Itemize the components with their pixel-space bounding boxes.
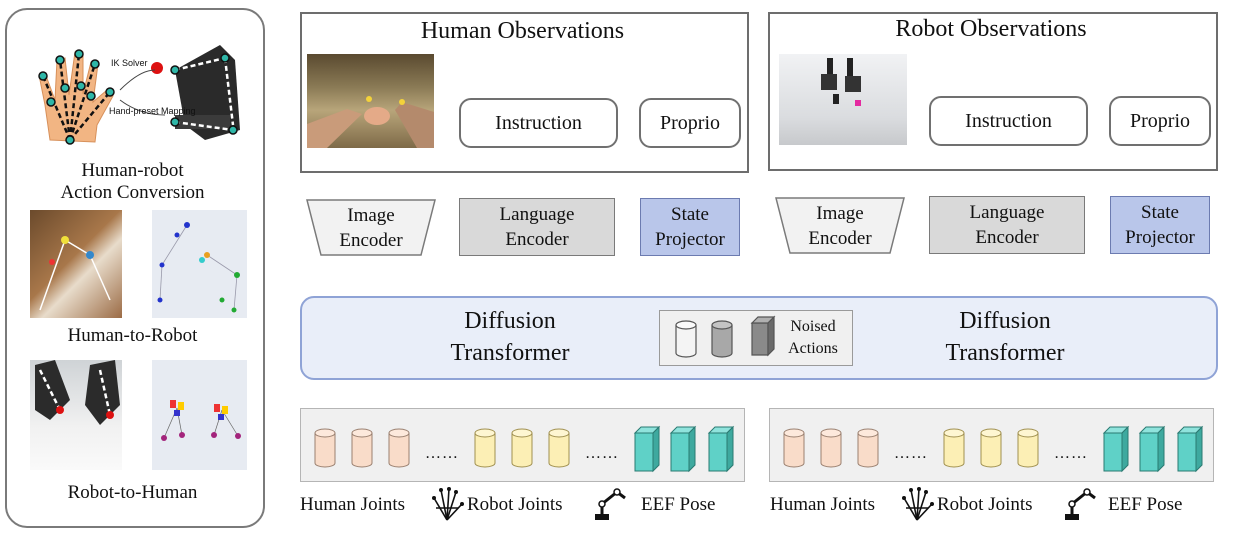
human-action-tokens (314, 425, 735, 473)
diffusion-right-label: Diffusion Transformer (915, 305, 1095, 369)
r2h-photo (30, 360, 122, 470)
diffusion-right-line2: Transformer (945, 340, 1065, 366)
action-conversion-panel (5, 8, 265, 528)
human-joints-label: Human Joints (770, 494, 876, 515)
language-encoder-line2: Encoder (975, 227, 1039, 248)
noised-actions-box: Noised Actions (659, 310, 853, 366)
eef-pose-label: EEF Pose (1108, 494, 1183, 515)
robot-action-tokens (783, 425, 1204, 473)
diffusion-left-line2: Transformer (450, 340, 570, 366)
h2r-photo (30, 210, 122, 318)
hand-preset-mapping-label: Hand-preset Mapping (109, 106, 196, 116)
h2r-caption: Human-to-Robot (67, 325, 198, 346)
r2h-caption: Robot-to-Human (67, 482, 198, 503)
h2r-plot (152, 210, 247, 318)
state-projector-line1: State (671, 204, 709, 225)
robot-action-token-strip: …… …… (769, 408, 1214, 482)
token-ellipsis: …… (1054, 445, 1088, 462)
human-instruction-box: Instruction (459, 98, 618, 148)
diffusion-left-line1: Diffusion (464, 308, 556, 334)
r2h-plot (152, 360, 247, 470)
robot-arm-icon (1065, 488, 1096, 520)
token-ellipsis: …… (425, 445, 459, 462)
robot-observations-title: Robot Observations (895, 16, 1087, 42)
token-ellipsis: …… (894, 445, 928, 462)
image-encoder-line1: Image (347, 204, 395, 226)
human-proprio-box: Proprio (639, 98, 741, 148)
conversion-caption-line2: Action Conversion (60, 182, 205, 203)
language-encoder-line1: Language (499, 204, 575, 225)
language-encoder-line1: Language (969, 202, 1045, 223)
image-encoder-line2: Encoder (339, 229, 403, 251)
robot-arm-icon (595, 488, 626, 520)
state-projector-line2: Projector (1125, 227, 1195, 248)
conversion-caption-line1: Human-robot (81, 160, 184, 181)
noised-line1: Noised (790, 318, 836, 335)
hand-ik-illustration: IK Solver Hand-preset Mapping (38, 45, 240, 145)
human-egocentric-image (307, 54, 434, 148)
human-joints-label: Human Joints (300, 494, 406, 515)
robot-camera-image (779, 54, 907, 145)
robot-joints-label: Robot Joints (467, 494, 563, 515)
noised-line2: Actions (788, 340, 838, 357)
token-ellipsis: …… (585, 445, 619, 462)
hand-skeleton-icon (902, 487, 934, 521)
noise-token-icons (675, 315, 776, 358)
state-projector-line2: Projector (655, 229, 725, 250)
state-projector-line1: State (1141, 202, 1179, 223)
hand-skeleton-icon (432, 487, 464, 521)
robot-joints-label: Robot Joints (937, 494, 1033, 515)
image-encoder-line1: Image (816, 202, 864, 224)
ik-solver-label: IK Solver (111, 58, 148, 68)
robot-proprio-box: Proprio (1109, 96, 1211, 146)
diffusion-right-line1: Diffusion (959, 308, 1051, 334)
image-encoder-line2: Encoder (808, 227, 872, 249)
robot-instruction-box: Instruction (929, 96, 1088, 146)
diffusion-left-label: Diffusion Transformer (420, 305, 600, 369)
noised-actions-label: Noised Actions (778, 316, 848, 360)
language-encoder-line2: Encoder (505, 229, 569, 250)
eef-pose-label: EEF Pose (641, 494, 716, 515)
human-action-token-strip: …… …… (300, 408, 745, 482)
human-observations-title: Human Observations (420, 18, 625, 44)
